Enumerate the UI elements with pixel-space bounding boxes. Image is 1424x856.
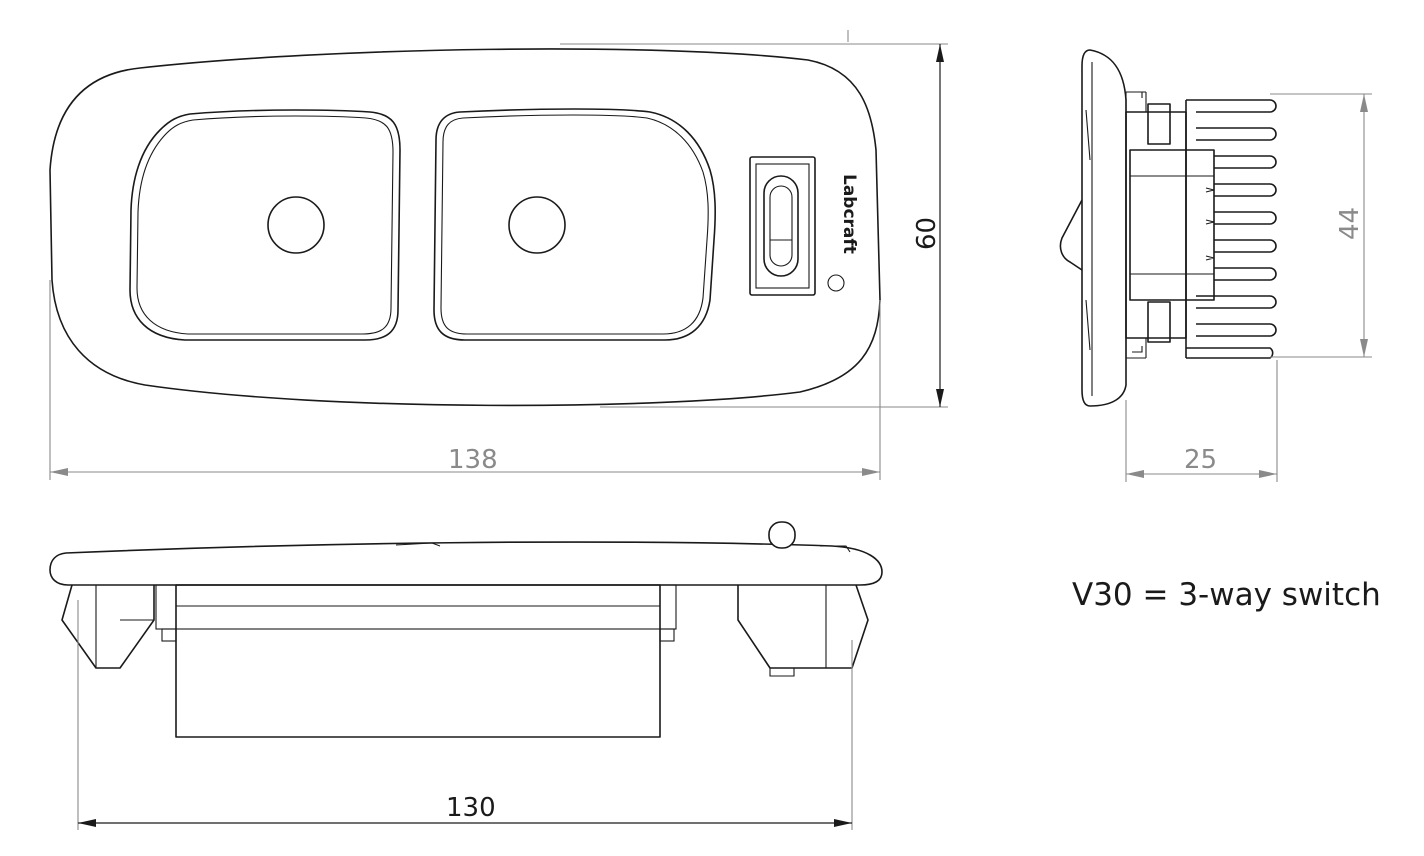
brand-logo-ring-icon xyxy=(827,274,845,292)
heat-sink-fins xyxy=(1132,91,1277,359)
side-housing-body xyxy=(1125,111,1187,339)
dim-side-height-label: 44 xyxy=(1335,207,1365,240)
front-view-body xyxy=(175,584,661,738)
dim-side-depth-label: 25 xyxy=(1184,445,1217,475)
left-lens-button xyxy=(267,196,325,254)
top-view: Labcraft xyxy=(49,48,881,407)
left-lens-inner xyxy=(136,115,394,335)
right-lens-inner xyxy=(440,114,709,335)
side-rocker-profile xyxy=(1059,199,1083,271)
switch-note: V30 = 3-way switch xyxy=(1072,577,1381,613)
front-view-left-clip xyxy=(61,584,155,669)
brand-logo-text: Labcraft xyxy=(839,174,859,254)
dim-top-height: 60 xyxy=(560,30,948,408)
top-view-outline xyxy=(49,48,881,407)
dim-bottom-width: 130 xyxy=(77,600,853,830)
right-lens-button xyxy=(508,196,566,254)
left-lens-outer xyxy=(129,109,401,341)
dim-top-width: 138 xyxy=(49,280,881,480)
front-view xyxy=(49,521,883,738)
switch-rocker-inner xyxy=(769,185,793,267)
side-view xyxy=(1059,49,1277,407)
switch-rocker xyxy=(763,175,799,277)
brand-logo: Labcraft xyxy=(839,174,859,254)
dim-side-height: 44 xyxy=(1270,93,1372,358)
dim-top-width-label: 138 xyxy=(448,445,498,475)
dim-side-depth: 25 xyxy=(1125,360,1278,482)
dim-top-height-label: 60 xyxy=(912,217,942,250)
dim-bottom-width-label: 130 xyxy=(446,793,496,823)
switch-housing-outer xyxy=(749,156,816,296)
right-lens-outer xyxy=(433,108,716,341)
front-view-cover xyxy=(49,541,883,586)
front-view-knob xyxy=(768,521,796,549)
switch-housing-inner xyxy=(755,163,810,289)
front-view-right-clip xyxy=(737,584,869,669)
side-view-bezel xyxy=(1081,49,1127,407)
